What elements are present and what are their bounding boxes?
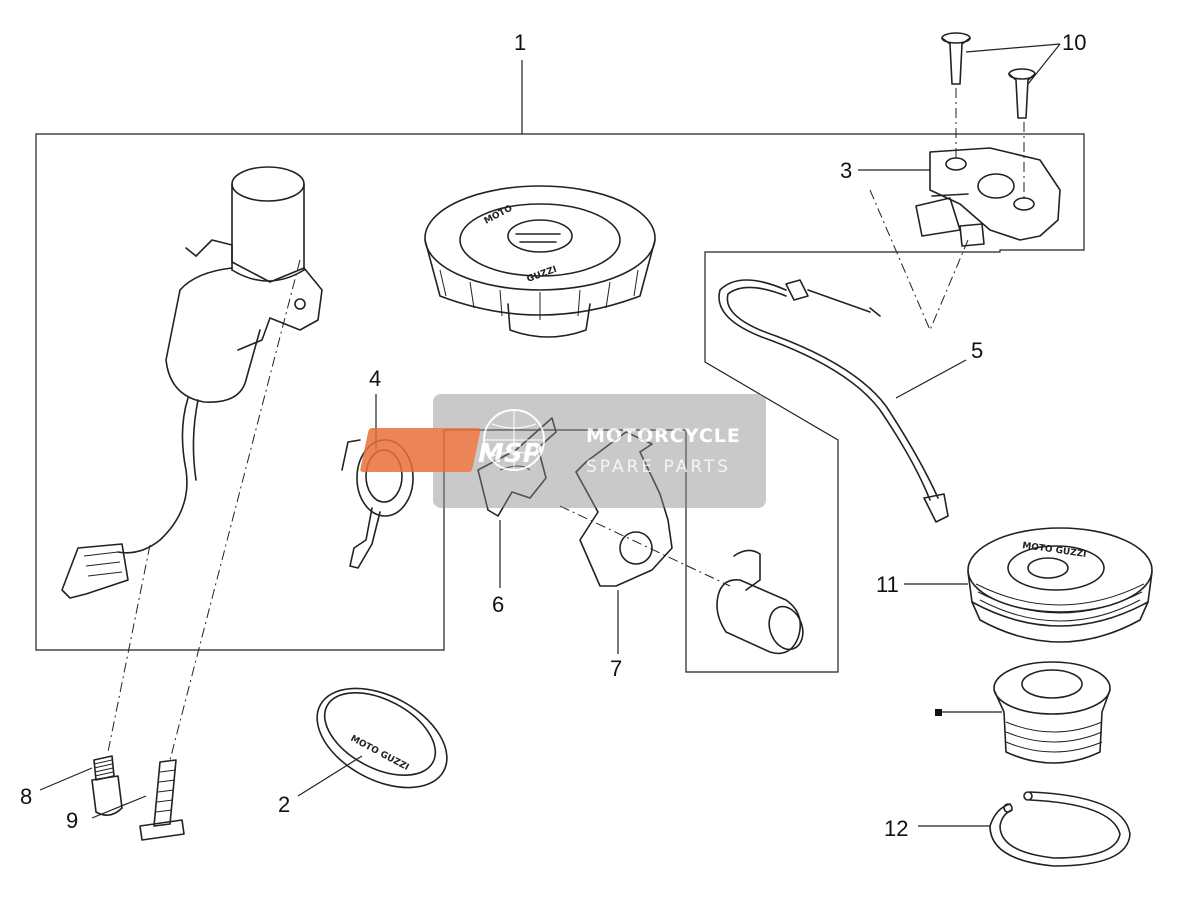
axis-screw-9 [169, 259, 301, 761]
svg-text:MOTO: MOTO [483, 203, 515, 226]
cable-5 [718, 279, 949, 523]
switch-mount-3 [915, 147, 1061, 247]
marker-square [935, 709, 942, 716]
watermark: MSP MOTORCYCLE SPARE PARTS [360, 394, 766, 508]
leader-10b [1027, 43, 1061, 85]
fuel-cap: MOTO GUZZI [424, 185, 656, 338]
callout-12: 12 [884, 816, 908, 841]
lock-subassembly [477, 417, 804, 655]
screws-10 [941, 32, 1036, 119]
leader-9 [91, 795, 147, 819]
watermark-subtitle: SPARE PARTS [586, 457, 731, 477]
leader-10a [965, 43, 1061, 53]
watermark-panel [433, 394, 766, 508]
callout-11: 11 [876, 572, 899, 597]
callout-7: 7 [610, 656, 622, 681]
callout-6: 6 [492, 592, 504, 617]
callout-4: 4 [369, 366, 381, 391]
leader-8 [39, 767, 93, 791]
screw-8 [91, 755, 123, 816]
callout-10: 10 [1062, 30, 1086, 55]
svg-text:GUZZI: GUZZI [526, 265, 559, 285]
watermark-logo-badge [360, 428, 481, 472]
svg-text:MOTO GUZZI: MOTO GUZZI [1022, 541, 1087, 560]
watermark-logo: MSP [478, 439, 542, 469]
svg-text:MOTO GUZZI: MOTO GUZZI [349, 734, 411, 773]
circlip-12 [989, 791, 1131, 867]
filler-neck [993, 661, 1111, 764]
watermark-title: MOTORCYCLE [586, 425, 741, 447]
callout-3: 3 [840, 158, 852, 183]
callout-1: 1 [514, 30, 526, 55]
screw-9 [139, 759, 185, 841]
ignition-switch [61, 166, 323, 599]
leader-5 [895, 359, 967, 399]
axis-screw-8 [107, 544, 151, 753]
callout-2: 2 [278, 792, 290, 817]
leader-2 [297, 755, 363, 797]
group-outline-1 [35, 133, 1085, 673]
callout-9: 9 [66, 808, 78, 833]
callout-8: 8 [20, 784, 32, 809]
fuel-cap-11: MOTO GUZZI [967, 527, 1153, 643]
callout-5: 5 [971, 338, 983, 363]
badge-2: MOTO GUZZI [316, 687, 448, 789]
